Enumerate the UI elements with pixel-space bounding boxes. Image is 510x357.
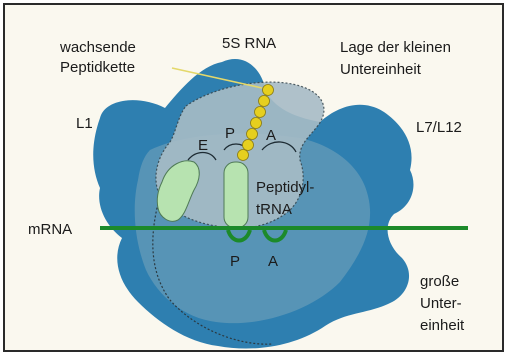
label-peptidyl-2: tRNA	[256, 201, 292, 218]
label-large-subunit-3: einheit	[420, 317, 465, 334]
label-small-subunit-1: Lage der kleinen	[340, 39, 451, 56]
label-site-p-top: P	[225, 125, 235, 142]
label-growing-chain-2: Peptidkette	[60, 59, 135, 76]
label-large-subunit-2: Unter-	[420, 295, 462, 312]
label-site-a-top: A	[266, 127, 276, 144]
peptide-bead	[243, 140, 254, 151]
label-site-a-bottom: A	[268, 253, 278, 270]
label-l1: L1	[76, 115, 93, 132]
peptide-bead	[247, 129, 258, 140]
peptide-bead	[238, 150, 249, 161]
label-5s-rna: 5S RNA	[222, 35, 276, 52]
label-site-p-bottom: P	[230, 253, 240, 270]
peptide-bead	[263, 85, 274, 96]
label-mrna: mRNA	[28, 221, 72, 238]
label-site-e: E	[198, 137, 208, 154]
label-l7-l12: L7/L12	[416, 119, 462, 136]
peptide-bead	[259, 96, 270, 107]
peptide-bead	[255, 107, 266, 118]
peptide-bead	[251, 118, 262, 129]
label-small-subunit-2: Untereinheit	[340, 61, 422, 78]
label-large-subunit-1: große	[420, 273, 459, 290]
label-peptidyl-1: Peptidyl-	[256, 179, 314, 196]
label-growing-chain-1: wachsende	[59, 39, 136, 56]
peptidyl-trna	[224, 162, 248, 228]
